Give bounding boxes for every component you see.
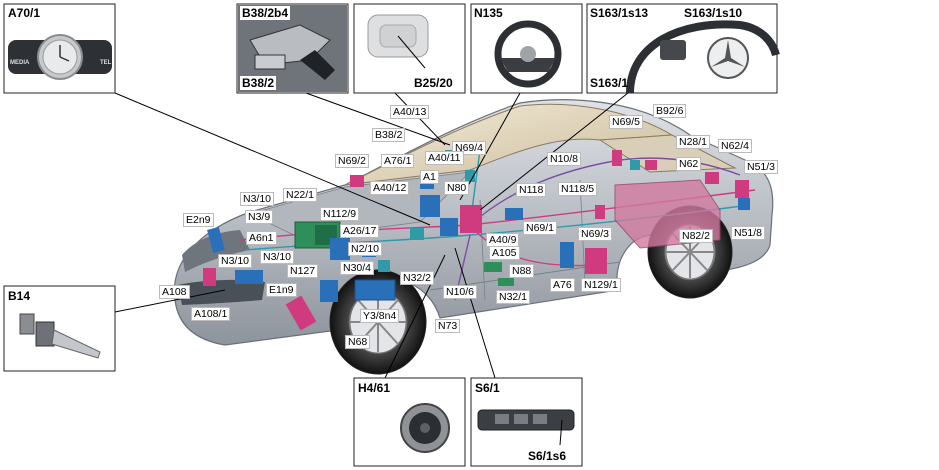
inset-b38-label: B38/2	[240, 76, 277, 90]
inset-s6	[470, 377, 583, 467]
inset-s163	[586, 3, 780, 94]
inset-a70	[3, 3, 116, 94]
callout-label: A105	[489, 246, 520, 260]
callout-label: A76/1	[381, 154, 415, 168]
callout-label: N32/2	[400, 271, 435, 285]
inset-s6-label: S6/1s6	[528, 449, 567, 463]
callout-label: N3/10	[260, 250, 295, 264]
callout-label: N62/4	[718, 139, 753, 153]
inset-b14-title: B14	[8, 289, 31, 303]
callout-label: N118/5	[558, 182, 598, 196]
callout-label: N69/4	[452, 141, 487, 155]
callout-label: N129/1	[581, 278, 621, 292]
callout-label: A108/1	[191, 307, 231, 321]
callout-label: A1	[420, 170, 439, 184]
inset-h4	[353, 377, 466, 467]
callout-label: N3/10	[218, 254, 253, 268]
inset-a70-left-text: MEDIA	[10, 60, 30, 66]
callout-label: N69/5	[609, 115, 644, 129]
callout-label: N127	[287, 264, 319, 278]
callout-label: E1n9	[266, 283, 297, 297]
callout-label: A108	[159, 285, 190, 299]
callout-label: N68	[345, 335, 371, 349]
inset-a70-title: A70/1	[8, 6, 41, 20]
callout-label: N112/9	[320, 207, 360, 221]
callout-label: N118	[516, 183, 547, 197]
callout-label: A40/13	[390, 105, 430, 119]
callout-label: N32/1	[496, 290, 531, 304]
inset-n135-title: N135	[474, 6, 503, 20]
callout-label: B38/2	[372, 128, 406, 142]
callout-label: E2n9	[183, 213, 214, 227]
callout-label: N80	[444, 181, 470, 195]
callout-label: N69/2	[335, 154, 370, 168]
callout-label: N51/8	[731, 226, 766, 240]
callout-label: N10/8	[547, 152, 582, 166]
inset-a70-right-text: TEL	[100, 60, 112, 66]
callout-label: A6n1	[246, 231, 277, 245]
callout-label: N3/9	[245, 210, 274, 224]
callout-label: B92/6	[653, 104, 687, 118]
callout-label: N69/3	[578, 227, 613, 241]
callout-label: A26/17	[340, 224, 380, 238]
callout-label: A40/12	[370, 181, 410, 195]
callout-label: N30/4	[340, 261, 375, 275]
inset-b25-label: B25/20	[414, 76, 453, 90]
inset-s163-label: S163/1	[590, 76, 629, 90]
leader-lines	[114, 92, 629, 379]
callout-label: N2/10	[348, 242, 383, 256]
callout-label: A40/11	[425, 151, 464, 165]
callout-label: A40/9	[486, 233, 520, 247]
inset-s163-title-right: S163/1s10	[684, 6, 743, 20]
callout-label: N88	[509, 264, 535, 278]
inset-s163-title-left: S163/1s13	[590, 6, 649, 20]
callout-label: N3/10	[240, 192, 275, 206]
inset-b25	[353, 3, 466, 94]
inset-s6-title: S6/1	[475, 381, 500, 395]
callout-label: A76	[550, 278, 575, 292]
callout-label: Y3/8n4	[360, 309, 400, 323]
callout-label: N28/1	[676, 135, 711, 149]
inset-b14	[3, 285, 116, 372]
callout-label: N51/3	[744, 160, 779, 174]
inset-b38-title: B38/2b4	[240, 6, 291, 20]
inset-h4-title: H4/61	[358, 381, 391, 395]
inset-n135	[470, 3, 583, 94]
callout-label: N10/6	[443, 285, 478, 299]
callout-label: N82/2	[679, 229, 714, 243]
callout-label: N22/1	[283, 188, 318, 202]
callout-label: N62	[676, 157, 702, 171]
callout-label: N73	[435, 319, 461, 333]
callout-label: N69/1	[523, 221, 558, 235]
